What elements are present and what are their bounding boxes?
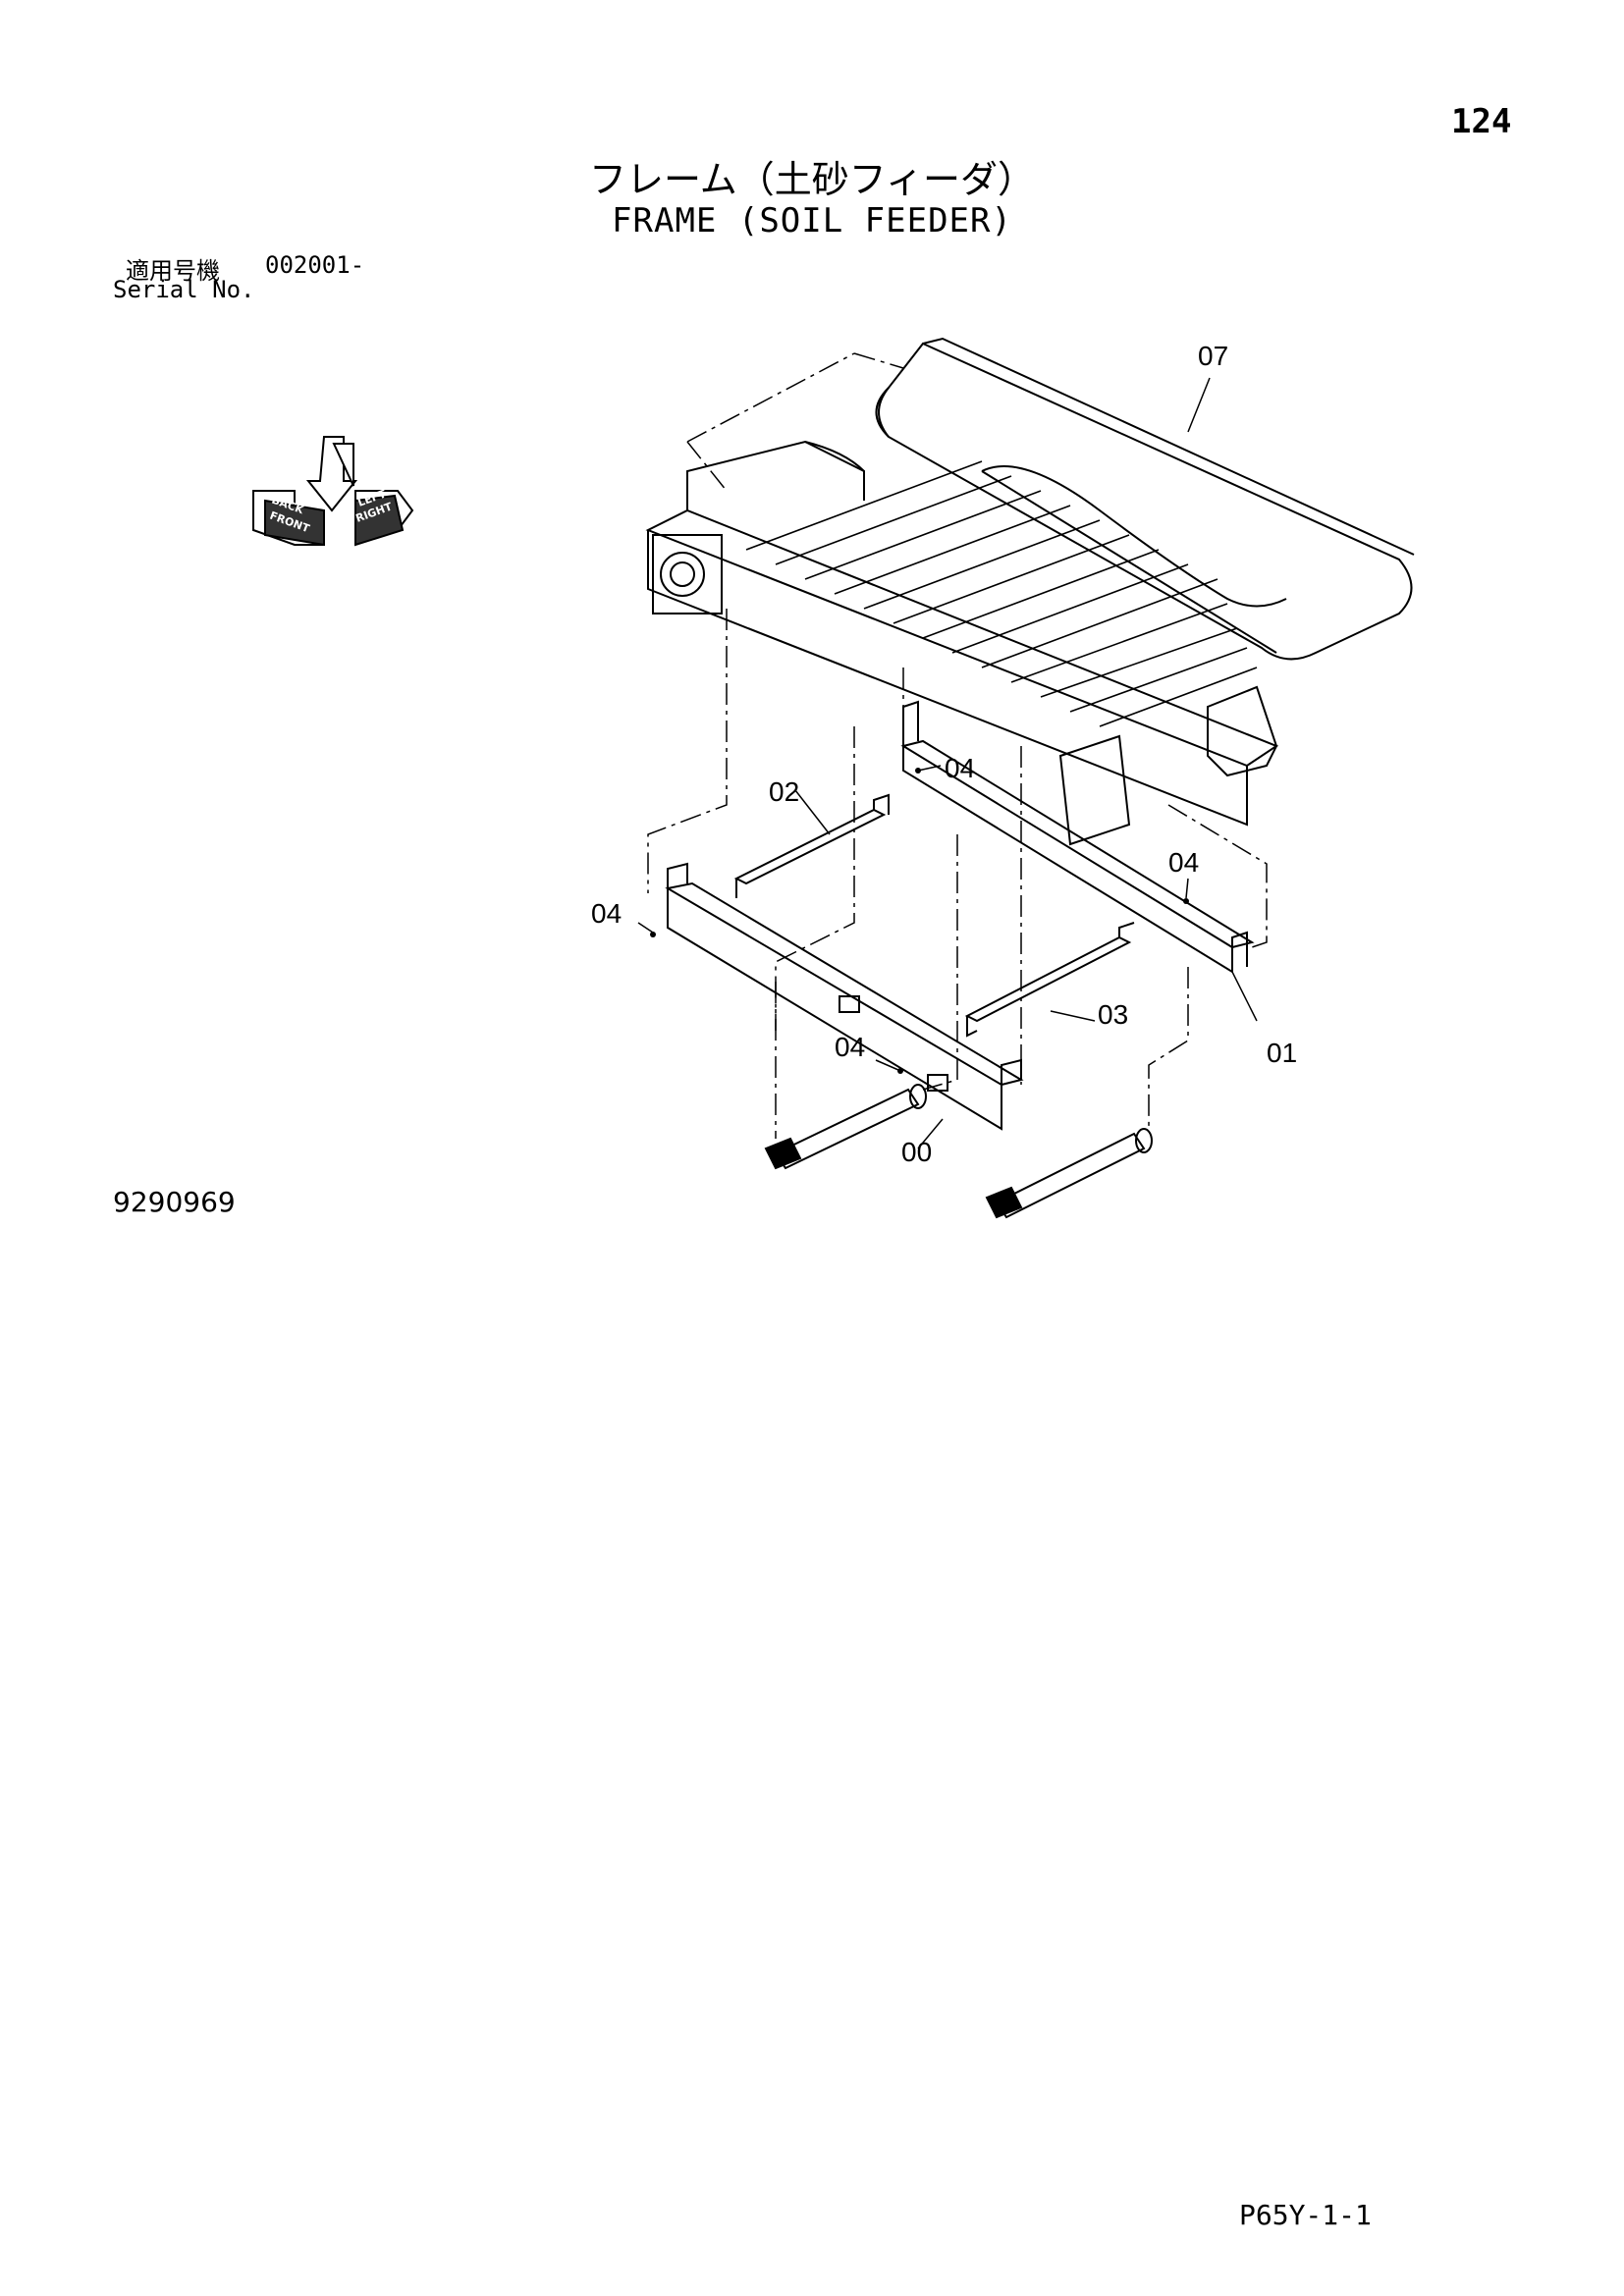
part-01-side-rail (900, 700, 1255, 974)
serial-label-english: Serial No. (113, 276, 255, 303)
roller-conveyor-assembly (645, 440, 1279, 846)
callout-00: 00 (901, 1137, 932, 1167)
bottom-roller-back (985, 1128, 1153, 1219)
callout-03: 03 (1098, 999, 1128, 1030)
page-title-japanese: フレーム（土砂フィーダ） (588, 158, 1036, 201)
bottom-roller-front (764, 1084, 927, 1170)
page-number: 124 (1451, 102, 1512, 141)
serial-value: 002001- (265, 251, 365, 279)
page-title-english: FRAME (SOIL FEEDER) (612, 201, 1012, 240)
callout-04-right: 04 (1168, 847, 1199, 878)
callout-07: 07 (1198, 341, 1228, 371)
callout-02: 02 (769, 776, 799, 807)
part-00-side-rail (665, 862, 1024, 1131)
callout-04-top: 04 (945, 753, 975, 783)
assembly-guide-lines (647, 352, 1268, 1139)
part-03-cross-member (964, 922, 1135, 1038)
callout-01: 01 (1267, 1038, 1297, 1068)
callout-leader-lines (637, 377, 1258, 1149)
callout-04-bottom: 04 (835, 1032, 865, 1062)
part-02-cross-member (733, 793, 890, 898)
drawing-number: 9290969 (113, 1186, 236, 1218)
serial-label-japanese: 適用号機 (126, 257, 220, 285)
page-code: P65Y-1-1 (1239, 2199, 1372, 2231)
orientation-arrows-icon (252, 436, 414, 547)
callout-04-left: 04 (591, 898, 622, 929)
part-07-belt (875, 337, 1415, 661)
